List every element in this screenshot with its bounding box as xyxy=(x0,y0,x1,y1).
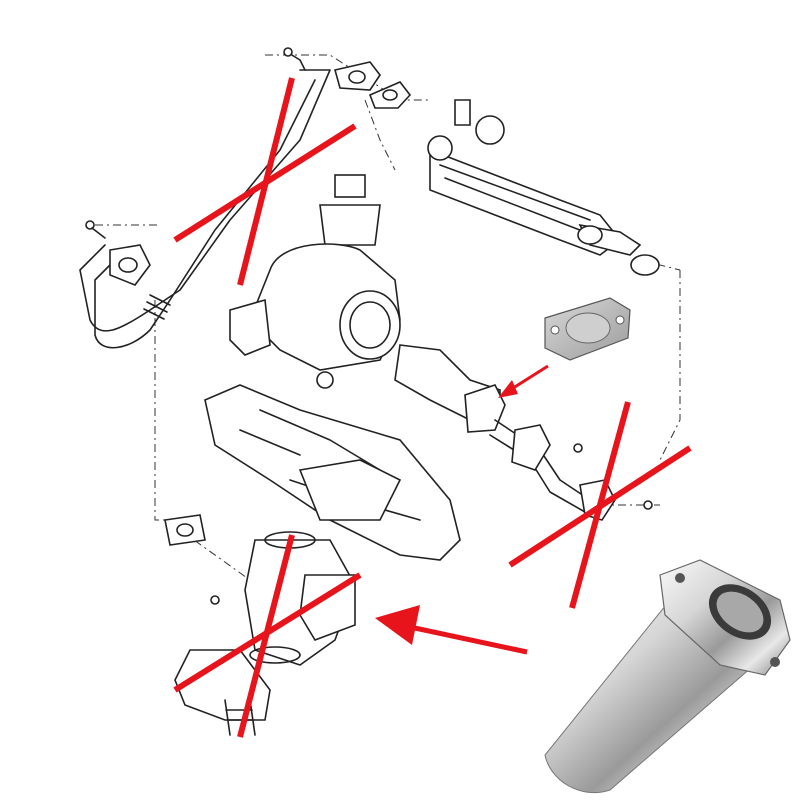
egr-delete-pipe xyxy=(544,559,791,794)
egr-blanking-plate xyxy=(544,297,631,361)
intake-manifold xyxy=(164,384,461,736)
assembly-guide-lines xyxy=(95,54,681,581)
left-egr-pipe xyxy=(79,69,331,349)
cross-stroke xyxy=(237,534,295,738)
cross-mark-top-left xyxy=(173,77,357,286)
cross-stroke xyxy=(569,401,631,609)
egr-cooler xyxy=(427,99,660,276)
right-egr-pipe xyxy=(464,384,653,521)
arrow-to-pipe-location xyxy=(375,605,528,655)
top-gaskets xyxy=(283,47,412,109)
cross-stroke xyxy=(237,77,295,286)
arrow-to-plate-location xyxy=(498,364,549,398)
cross-mark-right xyxy=(508,401,692,609)
turbocharger xyxy=(229,174,501,421)
cross-mark-bottom-left xyxy=(173,534,362,738)
